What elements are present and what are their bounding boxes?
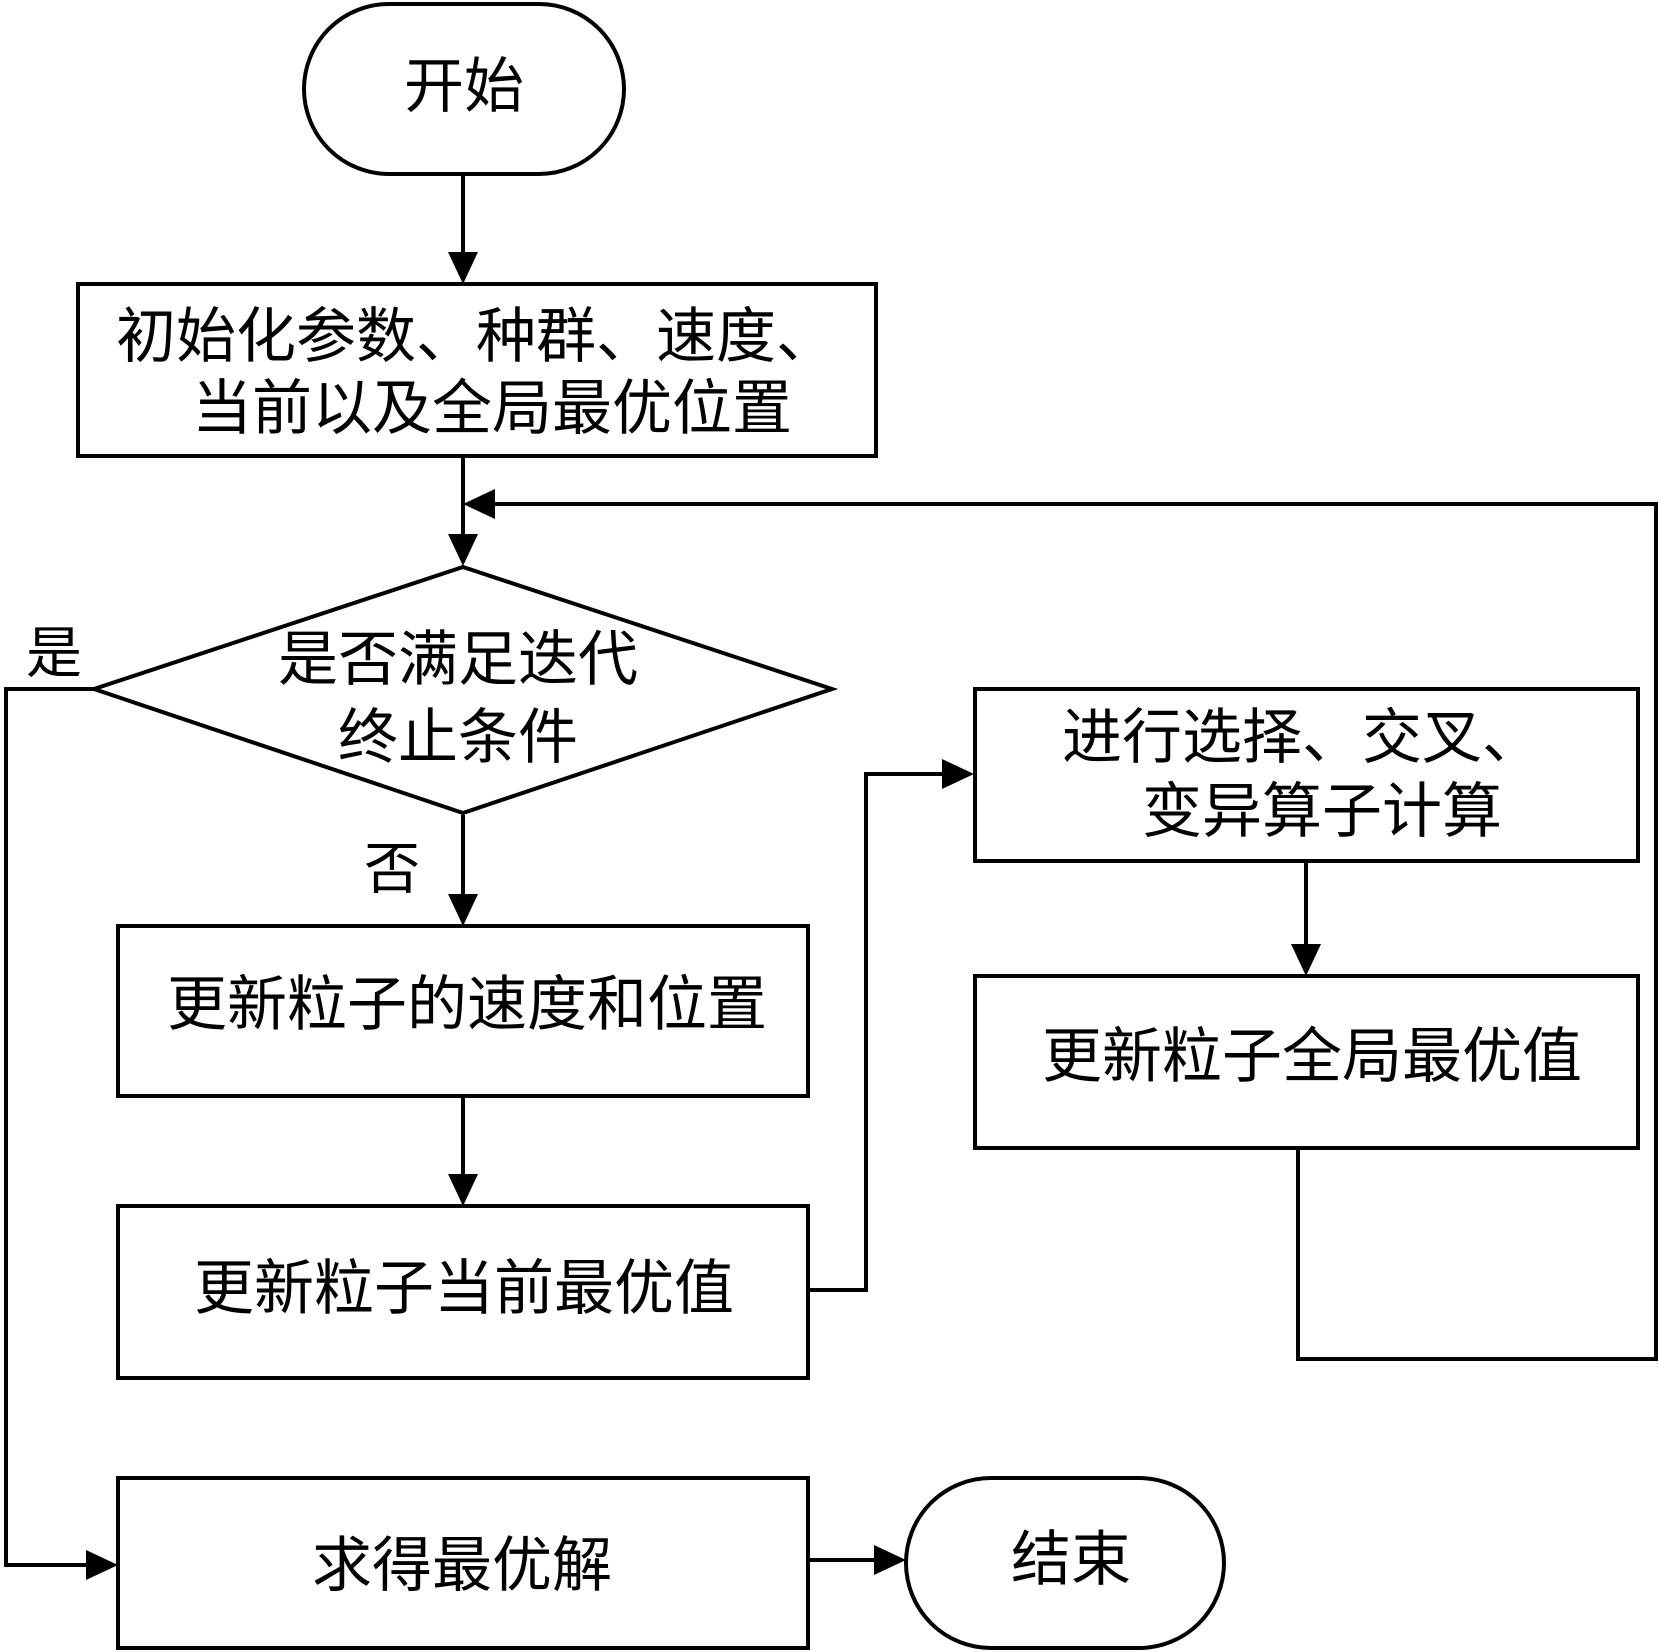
arrowhead-update-velocity bbox=[448, 894, 478, 926]
arrowhead-end bbox=[874, 1545, 906, 1575]
init-label-line1: 初始化参数、种群、速度、 bbox=[116, 302, 836, 372]
solution-node bbox=[116, 1476, 810, 1650]
condition-label-line1: 是否满足迭代 bbox=[278, 625, 638, 695]
yes-label: 是 bbox=[26, 622, 82, 687]
arrowhead-loop bbox=[463, 489, 495, 519]
init-label-line2: 当前以及全局最优位置 bbox=[192, 374, 792, 444]
init-node bbox=[76, 282, 878, 458]
edge-current-best-to-genetic bbox=[810, 772, 948, 1292]
edge-loop-back bbox=[490, 502, 1658, 1361]
arrowhead-condition bbox=[448, 534, 478, 566]
genetic-operators-label-line2: 变异算子计算 bbox=[1142, 777, 1502, 847]
update-velocity-node bbox=[116, 924, 810, 1098]
arrowhead-global-best bbox=[1291, 944, 1321, 976]
condition-node bbox=[87, 564, 839, 816]
start-node bbox=[302, 2, 626, 176]
update-current-best-label: 更新粒子当前最优值 bbox=[194, 1254, 734, 1324]
genetic-operators-label-line1: 进行选择、交叉、 bbox=[1062, 703, 1542, 773]
end-node bbox=[904, 1476, 1226, 1650]
arrowhead-genetic bbox=[942, 759, 974, 789]
edge-condition-yes bbox=[4, 687, 94, 1567]
arrowhead-init bbox=[448, 252, 478, 284]
start-label: 开始 bbox=[404, 52, 524, 122]
update-velocity-label: 更新粒子的速度和位置 bbox=[167, 970, 767, 1040]
update-global-best-node bbox=[973, 974, 1640, 1150]
condition-label-line2: 终止条件 bbox=[338, 703, 578, 773]
update-current-best-node bbox=[116, 1204, 810, 1380]
solution-label: 求得最优解 bbox=[312, 1531, 612, 1601]
arrowhead-solution bbox=[86, 1550, 118, 1580]
no-label: 否 bbox=[364, 838, 420, 903]
arrowhead-current-best bbox=[448, 1174, 478, 1206]
end-label: 结束 bbox=[1011, 1525, 1131, 1595]
genetic-operators-node bbox=[973, 687, 1640, 863]
update-global-best-label: 更新粒子全局最优值 bbox=[1042, 1022, 1582, 1092]
